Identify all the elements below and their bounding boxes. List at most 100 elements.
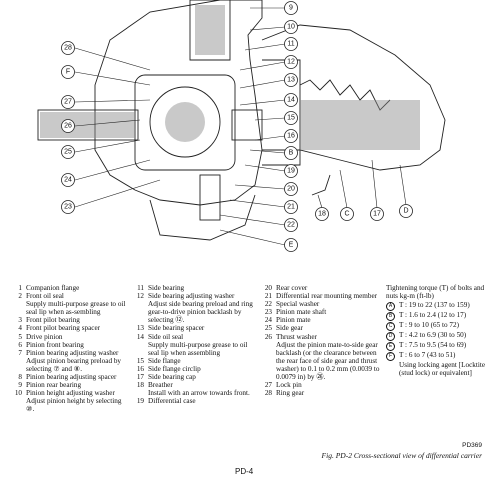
svg-text:19: 19 — [287, 168, 295, 175]
legend-item: 4 Front pilot bearing spacer — [8, 324, 128, 332]
torque-key: F — [386, 351, 396, 362]
gear-teeth — [299, 79, 391, 111]
svg-text:D: D — [403, 208, 408, 215]
drive-pinion — [189, 0, 231, 61]
figure-code: PD369 — [462, 442, 482, 449]
legend-item-number — [8, 357, 26, 373]
legend-item-text: Pinion front bearing — [26, 340, 84, 349]
legend-item-number: 14 — [136, 332, 144, 341]
legend-item-text: Pinion rear bearing — [26, 381, 82, 390]
left-axle-shaft — [37, 109, 139, 141]
callout-15: 15 — [284, 111, 298, 125]
legend-item-text: Drive pinion — [26, 332, 63, 341]
legend-item-text: Front pilot bearing spacer — [26, 324, 101, 333]
svg-text:18: 18 — [318, 211, 326, 218]
legend-item: Adjust the pinion mate-to-side gear back… — [258, 341, 386, 381]
callout-27: 27 — [61, 95, 75, 109]
torque-key-letter: C — [386, 322, 395, 332]
torque-key-letter: F — [386, 352, 395, 362]
torque-value: T : 1.6 to 2.4 (12 to 17) — [399, 311, 467, 320]
callout-24: 24 — [61, 173, 75, 187]
legend-item-number: 1 — [18, 284, 22, 292]
legend-item-text: Rear cover — [276, 284, 308, 292]
callout-28: 28 — [61, 41, 75, 55]
legend-item-text: Side bearing cap — [148, 373, 196, 382]
torque-note: Using locking agent [Locktite (stud lock… — [399, 361, 486, 378]
legend-item-number: 7 — [18, 348, 22, 357]
torque-row: F T : 6 to 7 (43 to 51) — [386, 351, 494, 362]
legend-item-text: Adjust side bearing preload and ring gea… — [148, 300, 253, 325]
legend-item-number: 24 — [264, 316, 272, 325]
torque-row: C T : 9 to 10 (65 to 72) — [386, 321, 494, 332]
legend-item-text: Lock pin — [276, 381, 302, 390]
legend-item-number: 25 — [264, 324, 272, 333]
svg-text:23: 23 — [64, 204, 72, 211]
torque-value: T : 19 to 22 (137 to 159) — [399, 301, 470, 310]
legend-item-number — [8, 300, 26, 316]
callout-B: B — [284, 146, 298, 160]
legend-item-text: Special washer — [276, 300, 320, 309]
torque-key: A — [386, 301, 396, 312]
ring-gear — [149, 86, 221, 158]
cross-section-drawing: 9 10 11 12 13 14 15 16 B 19 20 21 22 E 2… — [37, 0, 446, 252]
legend-item-number — [258, 341, 276, 381]
legend-item-number: 23 — [264, 308, 272, 317]
legend-item-number — [130, 300, 148, 324]
svg-text:20: 20 — [287, 186, 295, 193]
legend-item-text: Adjust pinion height by selecting ⑩. — [26, 397, 122, 414]
svg-text:11: 11 — [287, 41, 294, 48]
legend-item-text: Front pilot bearing — [26, 316, 80, 325]
torque-value: T : 9 to 10 (65 to 72) — [399, 321, 459, 330]
svg-text:28: 28 — [64, 45, 72, 52]
legend-item: Install with an arrow towards front. — [130, 389, 256, 397]
legend-item-text: Pinion mate — [276, 316, 311, 325]
torque-key: D — [386, 331, 396, 342]
legend-item-number: 17 — [136, 373, 144, 382]
side-flange — [262, 59, 301, 166]
legend-item-number: 19 — [136, 397, 144, 406]
legend-item: Adjust pinion bearing preload by selecti… — [8, 357, 128, 373]
legend-item-text: Thrust washer — [276, 332, 317, 341]
svg-text:12: 12 — [287, 59, 295, 66]
legend-item-number: 28 — [264, 389, 272, 398]
callout-F: F — [61, 65, 75, 79]
callout-11: 11 — [284, 37, 298, 51]
torque-table: Tightening torque (T) of bolts and nuts … — [386, 284, 494, 377]
page-number: PD-4 — [235, 467, 254, 476]
svg-text:B: B — [289, 150, 294, 157]
torque-key: E — [386, 341, 396, 352]
legend-item: Supply multi-purpose grease to oil seal … — [8, 300, 128, 316]
callout-21: 21 — [284, 200, 298, 214]
torque-value: T : 6 to 7 (43 to 51) — [399, 351, 456, 360]
differential-case — [134, 74, 236, 171]
callout-D: D — [399, 204, 413, 218]
callout-20: 20 — [284, 182, 298, 196]
legend-item-text: Front oil seal — [26, 292, 64, 301]
legend-item: 3 Front pilot bearing — [8, 316, 128, 324]
svg-text:E: E — [289, 242, 294, 249]
legend-item-number: 4 — [18, 324, 22, 333]
legend-item-text: Side bearing adjusting washer — [148, 292, 235, 301]
legend-item-number: 3 — [18, 316, 22, 325]
legend-item-text: Adjust the pinion mate-to-side gear back… — [276, 340, 380, 382]
callout-14: 14 — [284, 93, 298, 107]
svg-text:10: 10 — [287, 24, 295, 31]
legend-item-number: 16 — [136, 364, 144, 373]
